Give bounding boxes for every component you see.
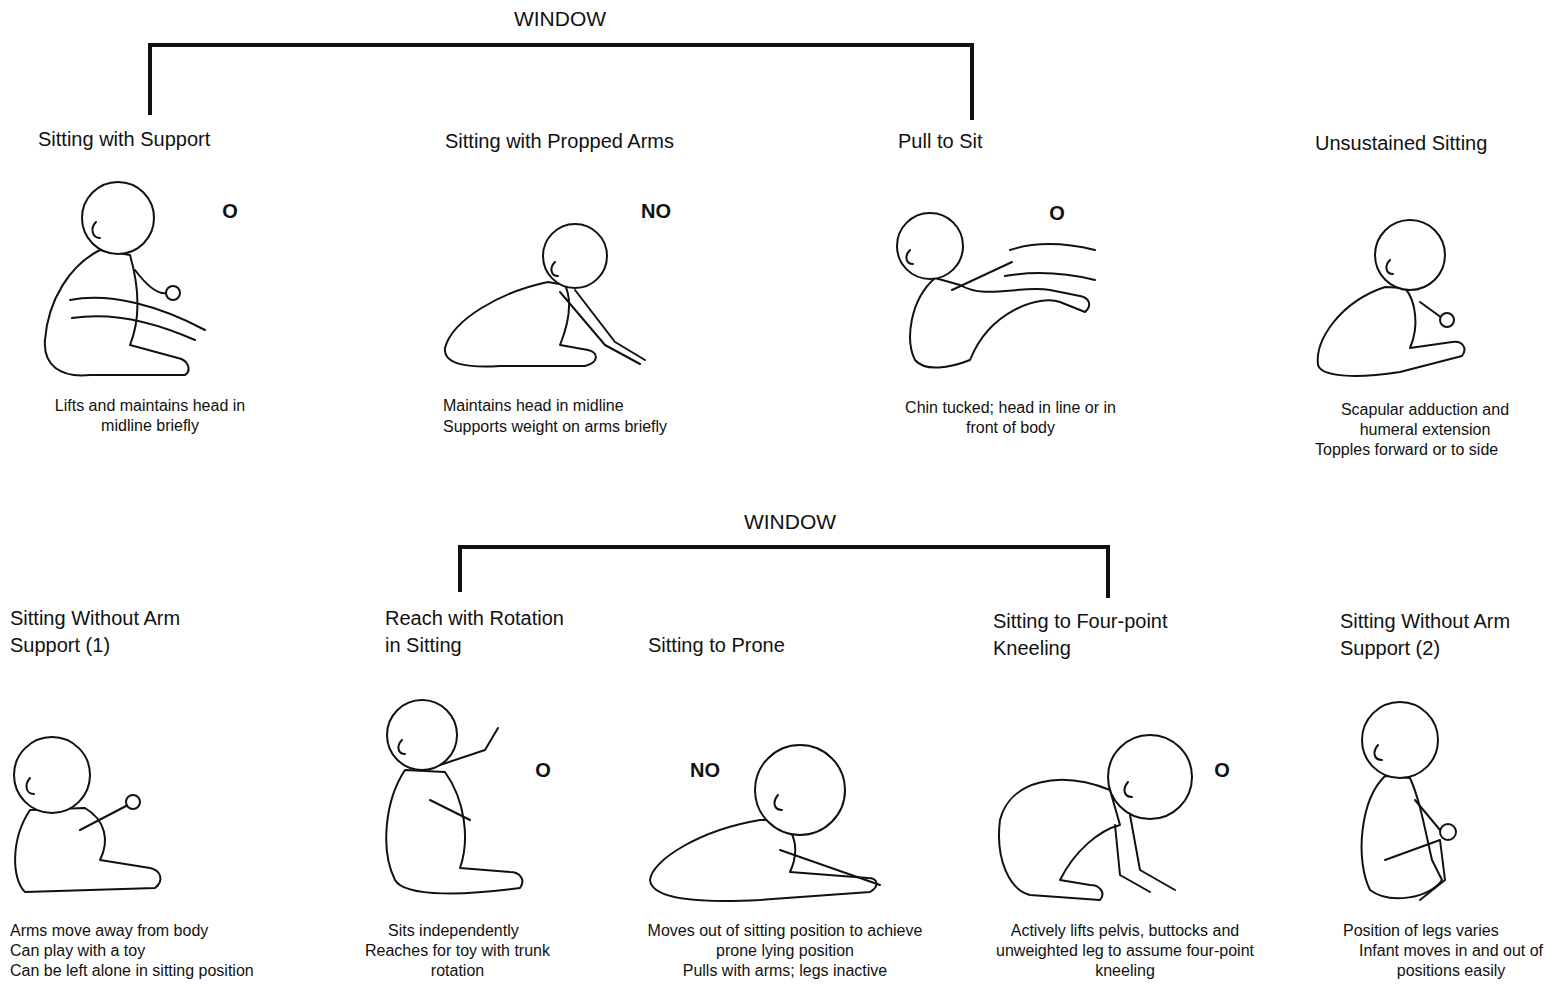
criterion-text: Can be left alone in sitting position (10, 961, 350, 981)
observed-mark: O (529, 758, 557, 782)
criterion-text: Sits independently (388, 921, 588, 941)
item-title: Reach with Rotation in Sitting (385, 605, 570, 659)
criterion-text: Topples forward or to side (1315, 440, 1563, 460)
item-title: Sitting to Four-point Kneeling (993, 608, 1223, 662)
observed-mark: NO (682, 758, 728, 782)
item-title: Sitting with Propped Arms (445, 128, 755, 154)
infant-figure (45, 182, 205, 375)
window-bracket (150, 45, 1108, 598)
observed-mark: NO (633, 199, 679, 223)
window-label: WINDOW (460, 6, 660, 32)
infant-figure (897, 213, 1095, 368)
infant-figure (386, 700, 522, 893)
criterion-text: Chin tucked; head in line or in front of… (903, 398, 1118, 438)
observed-mark: O (1043, 201, 1071, 225)
criterion-text: Scapular adduction and humeral extension (1325, 400, 1525, 440)
item-title: Unsustained Sitting (1315, 130, 1560, 156)
observed-mark: O (1208, 758, 1236, 782)
criterion-text: Supports weight on arms briefly (443, 417, 763, 437)
item-title: Sitting Without Arm Support (1) (10, 605, 245, 659)
infant-figure (999, 735, 1192, 900)
item-title: Sitting with Support (38, 126, 298, 152)
criterion-text: Maintains head in midline (443, 396, 743, 416)
infant-figure (650, 745, 880, 901)
window-label: WINDOW (690, 509, 890, 535)
criterion-text: Reaches for toy with trunk rotation (365, 941, 550, 981)
infant-figure (1318, 220, 1465, 376)
criterion-text: Pulls with arms; legs inactive (640, 961, 930, 981)
criterion-text: Arms move away from body (10, 921, 340, 941)
item-title: Sitting Without Arm Support (2) (1340, 608, 1562, 662)
criterion-text: Lifts and maintains head in midline brie… (35, 396, 265, 436)
item-title: Pull to Sit (898, 128, 1048, 154)
criterion-text: Moves out of sitting position to achieve… (640, 921, 930, 961)
infant-figure (14, 737, 160, 892)
infant-figure (1362, 702, 1456, 900)
criterion-text: Actively lifts pelvis, buttocks and unwe… (995, 921, 1255, 981)
criterion-text: Position of legs varies (1343, 921, 1563, 941)
infant-figure (445, 224, 645, 367)
criterion-text: Can play with a toy (10, 941, 340, 961)
item-title: Sitting to Prone (648, 632, 848, 658)
criterion-text: Infant moves in and out of positions eas… (1340, 941, 1562, 981)
observed-mark: O (216, 199, 244, 223)
